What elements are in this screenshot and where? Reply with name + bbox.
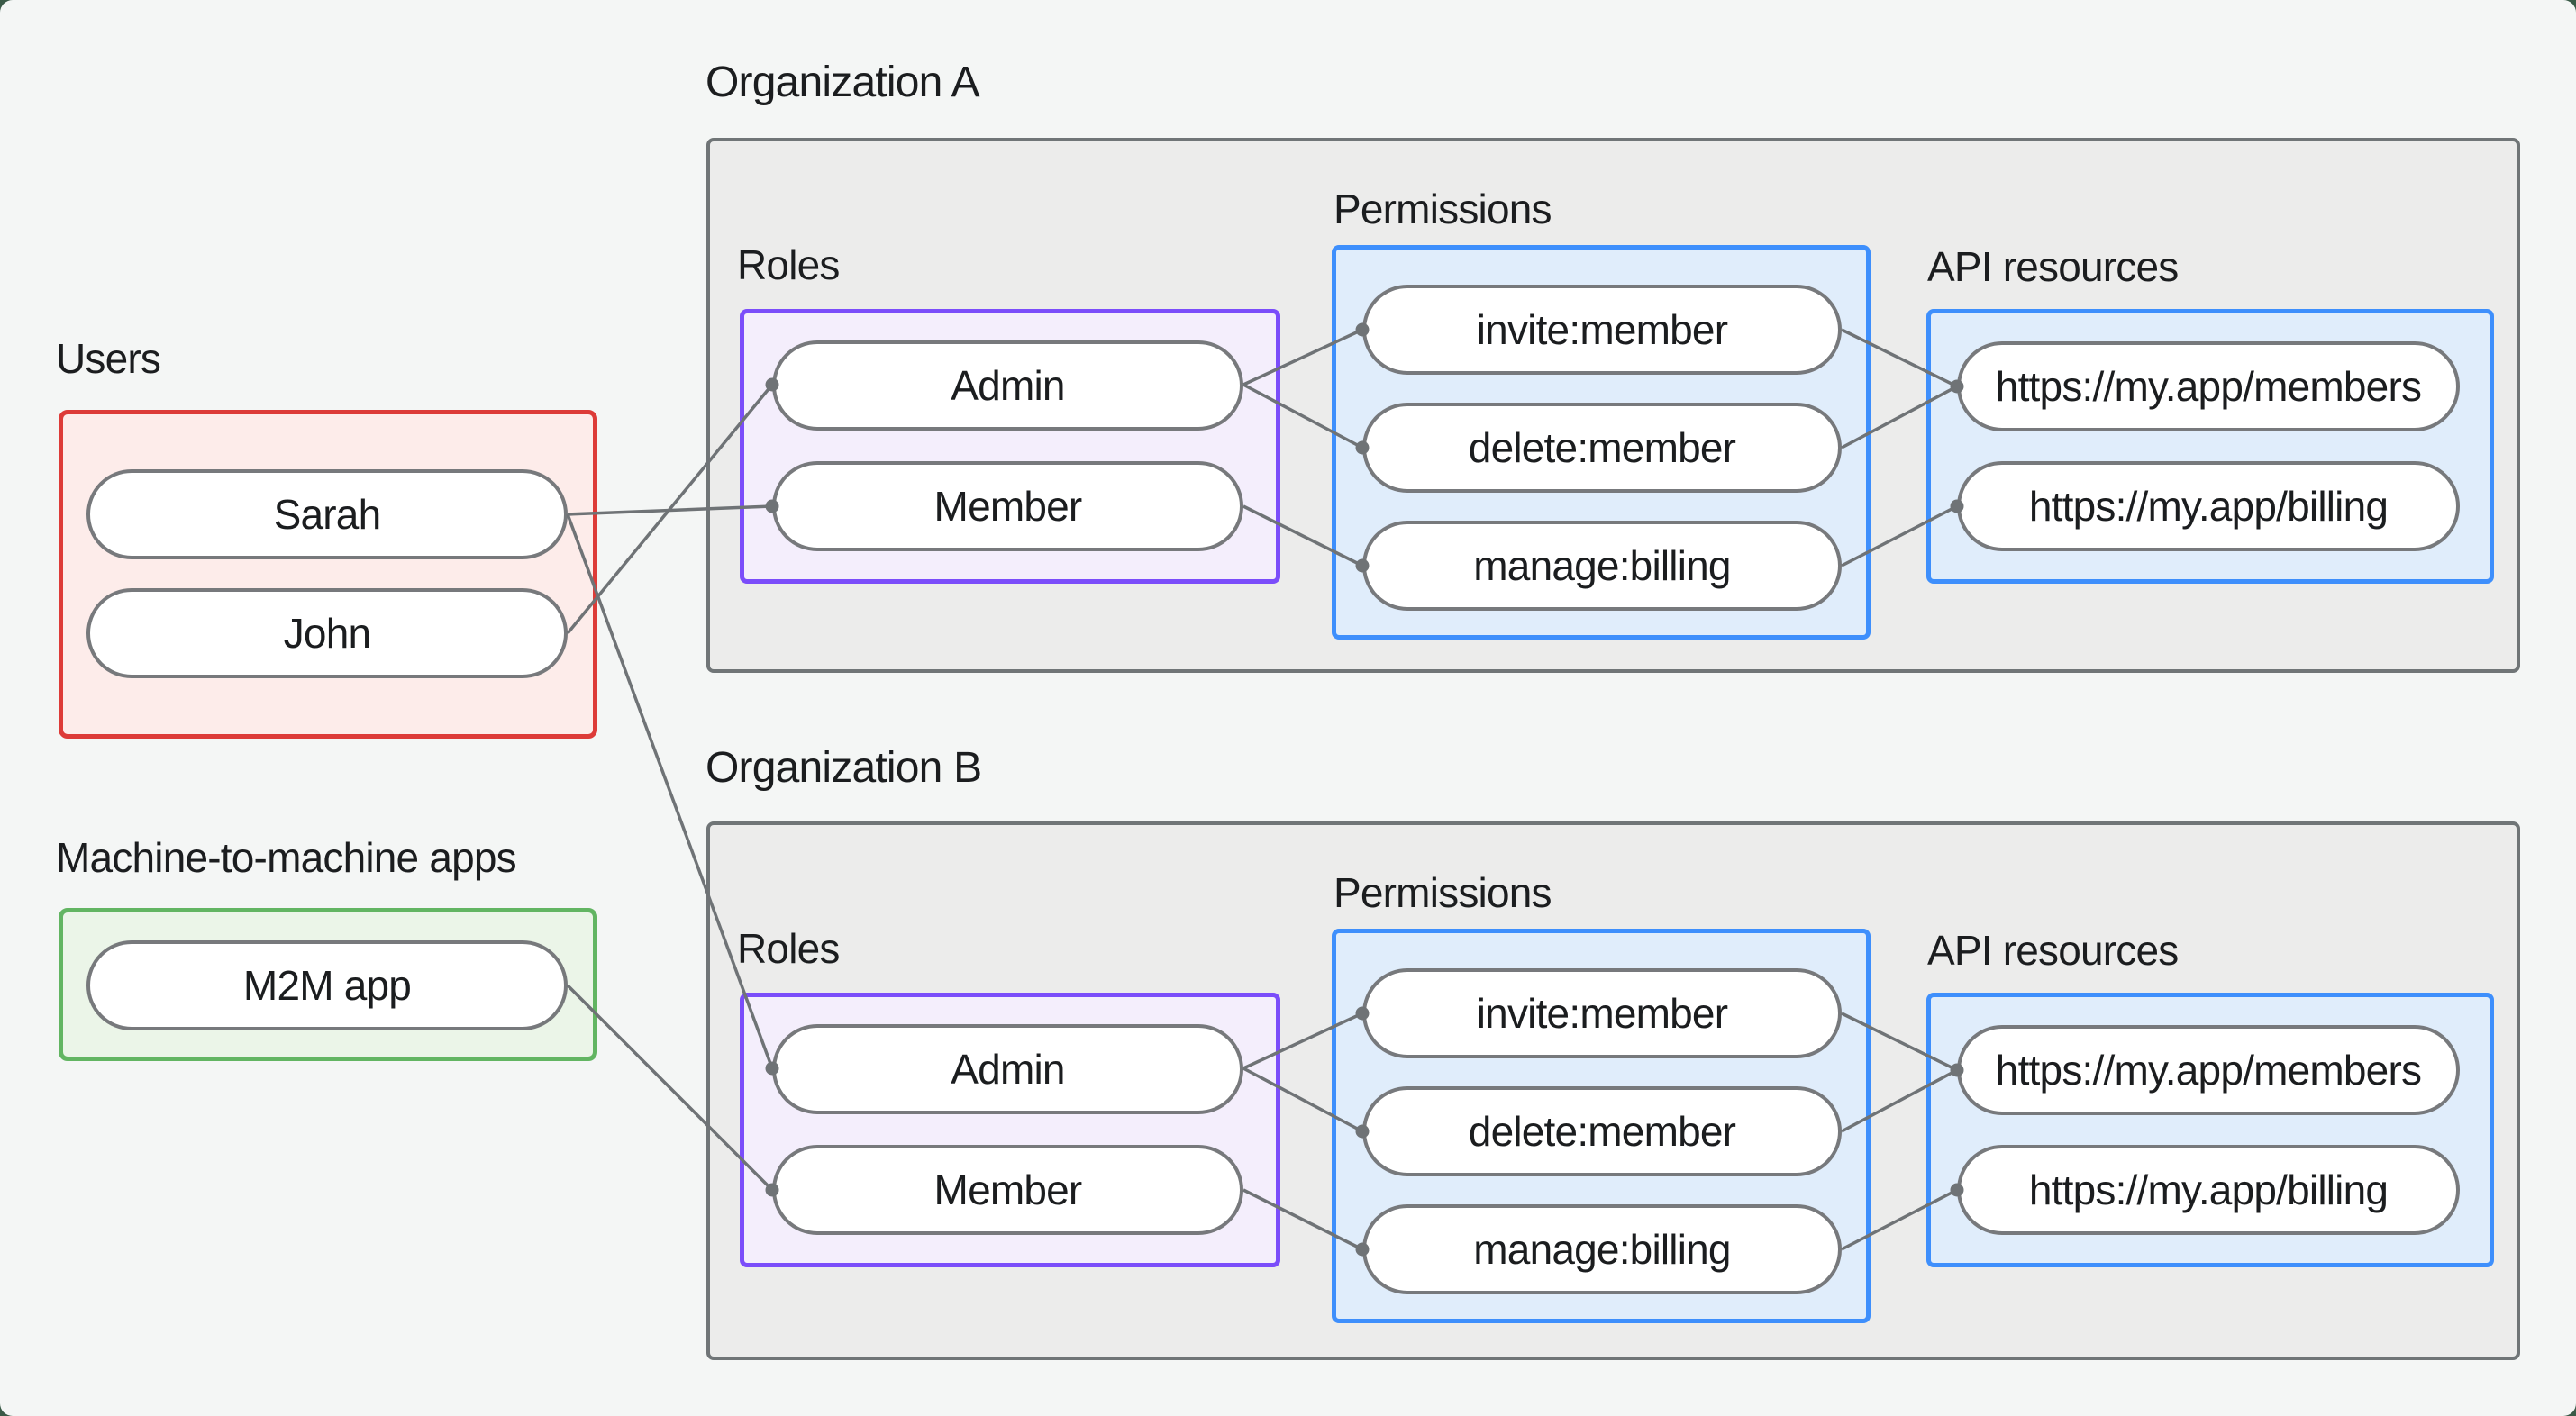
role-label: Admin	[951, 362, 1065, 409]
permission-label: delete:member	[1468, 1108, 1736, 1155]
m2m-app-label: M2M app	[242, 962, 412, 1009]
org-b-role-admin: Admin	[772, 1024, 1243, 1114]
api-resource-label: https://my.app/members	[1995, 363, 2422, 410]
org-b-role-member: Member	[772, 1145, 1243, 1235]
role-label: Member	[933, 483, 1083, 530]
org-b-api-resources-label: API resources	[1927, 927, 2179, 974]
org-b-permission-manage-billing: manage:billing	[1362, 1204, 1842, 1294]
org-a-permissions-label: Permissions	[1334, 186, 1552, 232]
permission-label: delete:member	[1468, 424, 1736, 471]
org-b-roles-label: Roles	[737, 925, 840, 972]
org-a-title: Organization A	[705, 59, 979, 106]
org-a-api-resources-box: https://my.app/members https://my.app/bi…	[1926, 309, 2494, 584]
api-resource-label: https://my.app/billing	[2028, 483, 2389, 530]
users-group-box: Sarah John	[59, 410, 597, 739]
org-b-permissions-label: Permissions	[1334, 869, 1552, 916]
m2m-group-label: Machine-to-machine apps	[56, 834, 517, 881]
org-b-api-resources-box: https://my.app/members https://my.app/bi…	[1926, 993, 2494, 1267]
org-b-box: Roles Admin Member Permissions invite:me…	[706, 821, 2520, 1360]
org-a-api-resources-label: API resources	[1927, 243, 2179, 290]
user-node-john: John	[86, 588, 568, 678]
org-a-permission-invite-member: invite:member	[1362, 285, 1842, 375]
org-b-api-members: https://my.app/members	[1957, 1025, 2460, 1115]
org-a-permission-manage-billing: manage:billing	[1362, 521, 1842, 611]
org-a-api-billing: https://my.app/billing	[1957, 461, 2460, 551]
permission-label: manage:billing	[1473, 1226, 1731, 1273]
org-a-roles-box: Admin Member	[740, 309, 1280, 584]
api-resource-label: https://my.app/billing	[2028, 1166, 2389, 1213]
role-label: Member	[933, 1166, 1083, 1213]
org-a-role-member: Member	[772, 461, 1243, 551]
org-b-permissions-box: invite:member delete:member manage:billi…	[1332, 929, 1871, 1323]
org-b-permission-invite-member: invite:member	[1362, 968, 1842, 1058]
org-a-permission-delete-member: delete:member	[1362, 403, 1842, 493]
role-label: Admin	[951, 1046, 1065, 1093]
org-a-role-admin: Admin	[772, 340, 1243, 431]
permission-label: invite:member	[1476, 990, 1728, 1037]
m2m-app-node: M2M app	[86, 940, 568, 1030]
org-b-permission-delete-member: delete:member	[1362, 1086, 1842, 1176]
user-node-label: Sarah	[273, 491, 382, 538]
api-resource-label: https://my.app/members	[1995, 1047, 2422, 1094]
permission-label: invite:member	[1476, 306, 1728, 353]
org-a-permissions-box: invite:member delete:member manage:billi…	[1332, 245, 1871, 640]
org-b-api-billing: https://my.app/billing	[1957, 1145, 2460, 1235]
org-b-title: Organization B	[705, 744, 982, 792]
org-a-api-members: https://my.app/members	[1957, 341, 2460, 431]
user-node-label: John	[283, 610, 371, 657]
org-a-box: Roles Admin Member Permissions invite:me…	[706, 138, 2520, 673]
org-b-roles-box: Admin Member	[740, 993, 1280, 1267]
m2m-group-box: M2M app	[59, 908, 597, 1061]
org-a-roles-label: Roles	[737, 241, 840, 288]
permission-label: manage:billing	[1473, 542, 1731, 589]
user-node-sarah: Sarah	[86, 469, 568, 559]
users-group-label: Users	[56, 335, 161, 382]
